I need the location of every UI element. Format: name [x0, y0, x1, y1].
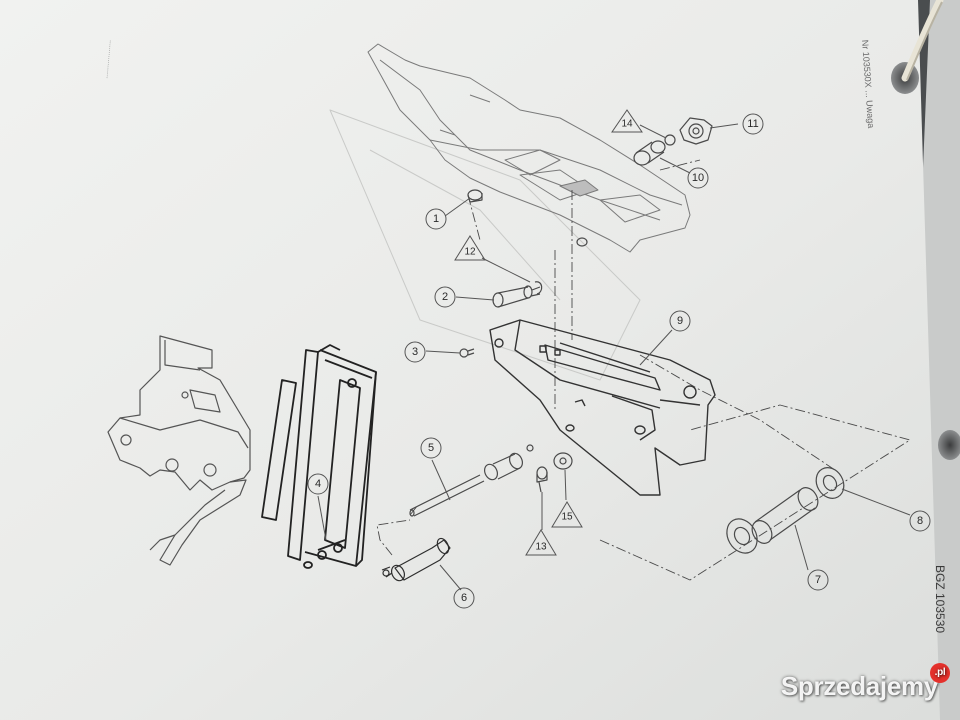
- callout-12: [454, 235, 486, 261]
- callout-3: [404, 341, 426, 363]
- left-edge-text: ....................: [105, 40, 115, 79]
- part-15-washer: [553, 452, 573, 470]
- callout-15-label: 15: [561, 512, 573, 523]
- callout-7-label: 7: [815, 574, 821, 586]
- callout-13-label: 13: [535, 542, 547, 553]
- part-8-washer: [815, 467, 845, 499]
- callout-13: [525, 529, 557, 556]
- binder-wire-shadow: [906, 1, 943, 81]
- ghost-drawing: [329, 109, 641, 381]
- upper-frame-rail: [367, 43, 691, 253]
- callout-4: [307, 473, 329, 495]
- callout-5-label: 5: [428, 442, 434, 454]
- callout-6: [453, 587, 475, 609]
- part-2-bolt: [492, 285, 541, 308]
- part-6-cylinder: [381, 537, 451, 582]
- part-13-screw: [536, 466, 548, 493]
- callout-4-label: 4: [315, 478, 321, 490]
- part-10-sleeve: [633, 140, 666, 166]
- sprzedajemy-watermark: Sprzedajemy .pl: [780, 663, 950, 702]
- callout-1-label: 1: [433, 213, 439, 225]
- binder-wire: [901, 0, 944, 82]
- exploded-drawing: [107, 43, 911, 582]
- watermark-text: Sprzedajemy: [780, 671, 938, 701]
- part-7-pin: [726, 487, 819, 554]
- callout-2-label: 2: [442, 291, 448, 303]
- callout-12-label: 12: [464, 247, 476, 258]
- callout-7: [807, 569, 829, 591]
- callout-9: [669, 310, 691, 332]
- callout-9-label: 9: [677, 315, 683, 327]
- part-plug-right: [576, 237, 588, 247]
- callouts: [307, 109, 931, 609]
- callout-5: [420, 437, 442, 459]
- left-plate: [107, 335, 251, 566]
- part-14-washer: [664, 134, 676, 146]
- watermark-badge: .pl: [930, 663, 950, 683]
- callout-11-label: 11: [747, 118, 758, 130]
- part-4-channel: [261, 344, 377, 569]
- paper-sheet: [0, 0, 940, 720]
- callout-3-label: 3: [412, 346, 418, 358]
- callout-8-label: 8: [917, 515, 923, 527]
- callout-2: [434, 286, 456, 308]
- binder-hole-middle: [938, 430, 960, 460]
- doc-code-edge-text: BGZ 103530: [933, 565, 947, 633]
- callout-10: [687, 167, 709, 189]
- callout-labels: 1 2 3 4 5 6 7 8 9 10 11 12 13 14 15: [315, 118, 923, 604]
- part-11-knob: [679, 117, 713, 145]
- part-9-bracket: [489, 319, 716, 496]
- callout-8: [909, 510, 931, 532]
- callout-14: [611, 109, 643, 133]
- callout-15: [551, 501, 583, 528]
- callout-6-label: 6: [461, 592, 467, 604]
- callout-14-label: 14: [621, 119, 633, 130]
- part-12-circlip: [534, 281, 543, 295]
- callout-1: [425, 208, 447, 230]
- callout-11: [742, 113, 764, 135]
- spacer-sleeve: [483, 444, 534, 481]
- callout-10-label: 10: [692, 172, 704, 184]
